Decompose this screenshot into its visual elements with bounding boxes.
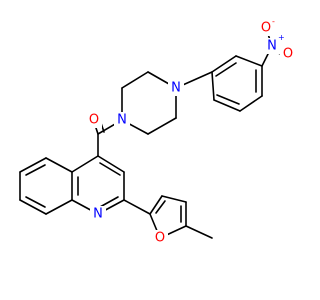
bond xyxy=(161,195,187,203)
bond xyxy=(19,157,47,173)
bond xyxy=(19,199,47,215)
atom-label: O xyxy=(155,231,165,246)
charge-label: - xyxy=(272,17,275,26)
charge-label: + xyxy=(278,33,285,42)
atom-label: N xyxy=(93,207,103,222)
bond xyxy=(149,195,163,215)
bond xyxy=(215,62,237,77)
bond xyxy=(213,99,241,112)
bond xyxy=(147,117,177,135)
bond xyxy=(211,55,237,73)
bond xyxy=(25,164,46,176)
bond xyxy=(99,196,119,208)
bond xyxy=(45,199,73,215)
bond xyxy=(185,225,213,239)
atom-label: O xyxy=(89,113,99,128)
atom-label: O xyxy=(283,47,293,62)
bond xyxy=(71,155,99,173)
bond xyxy=(216,94,240,105)
bond xyxy=(25,196,46,208)
bond xyxy=(155,200,166,214)
bond xyxy=(123,199,151,215)
atom-labels: O - N + O N N O N O xyxy=(86,17,296,246)
atom-label: N xyxy=(267,39,277,54)
molecule-structure: O - N + O N N O N O xyxy=(19,17,296,246)
bond xyxy=(121,71,149,89)
bond xyxy=(211,71,215,101)
bond xyxy=(97,155,125,173)
bond xyxy=(235,55,263,67)
bond xyxy=(239,95,263,112)
atom-label: O xyxy=(261,21,271,36)
atom-label: N xyxy=(117,113,127,128)
bond xyxy=(99,162,121,176)
bond xyxy=(45,157,73,173)
atom-label: N xyxy=(171,81,181,96)
bonds xyxy=(19,27,289,239)
